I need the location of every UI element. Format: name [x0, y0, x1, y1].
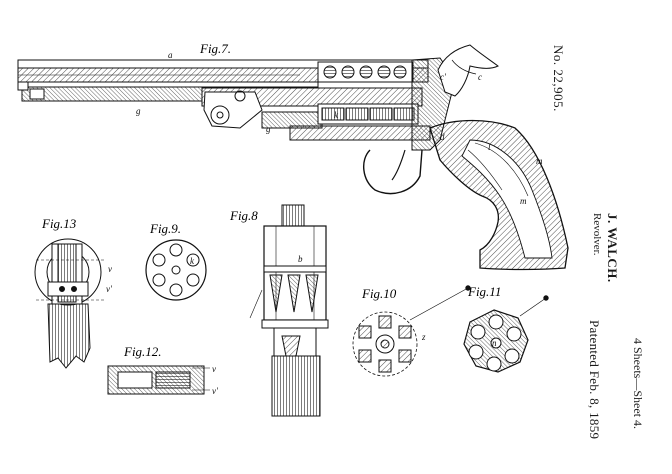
letter-z-fig10: z [421, 332, 426, 342]
letter-v-fig12: v [212, 364, 216, 374]
figure-11 [463, 295, 549, 373]
fig10-caption: Fig.10 [361, 286, 397, 301]
patent-number: No. 22,905. [551, 45, 566, 112]
letter-v1-fig13: v' [106, 284, 113, 294]
letter-a: a [168, 50, 173, 60]
inventor-name: J. WALCH. [605, 213, 620, 283]
fig8-caption: Fig.8 [229, 208, 258, 223]
fig11-caption: Fig.11 [467, 284, 501, 299]
figure-13 [34, 238, 104, 369]
sheet-count: 4 Sheets—Sheet 4. [631, 338, 645, 429]
fig9-caption: Fig.9. [149, 221, 181, 236]
letter-m-2: m [520, 196, 527, 206]
letter-c: c [478, 72, 482, 82]
cylinder-chambers-lower [321, 107, 415, 121]
letter-l: l [488, 142, 491, 152]
letter-g-1: g [136, 106, 141, 116]
letter-v-fig13: v [108, 264, 112, 274]
fig13-caption: Fig.13 [41, 216, 77, 231]
figure-10 [352, 285, 471, 377]
figure-8 [249, 204, 329, 417]
letter-v1-fig12: v' [212, 386, 219, 396]
figure-12 [107, 365, 210, 395]
letter-k: k [334, 110, 339, 120]
letter-n-fig11: n [492, 338, 497, 348]
letter-g-2: g [266, 124, 271, 134]
letter-m-1: m [536, 156, 543, 166]
letter-c-prime: c' [440, 72, 447, 82]
patent-date: Patented Feb. 8, 1859 [587, 320, 602, 440]
invention-title: Revolver. [591, 213, 603, 256]
letter-b-fig8: b [298, 254, 303, 264]
reference-letters: a c c' g g k d m m l v v' k b v v' z n [106, 50, 543, 396]
letter-d: d [440, 132, 445, 142]
fig12-caption: Fig.12. [123, 344, 162, 359]
figure-7-revolver [17, 44, 569, 271]
fig7-caption: Fig.7. [199, 41, 231, 56]
cylinder-chambers-upper [323, 65, 407, 79]
figure-9 [145, 239, 207, 301]
letter-k-fig9: k [190, 256, 195, 266]
